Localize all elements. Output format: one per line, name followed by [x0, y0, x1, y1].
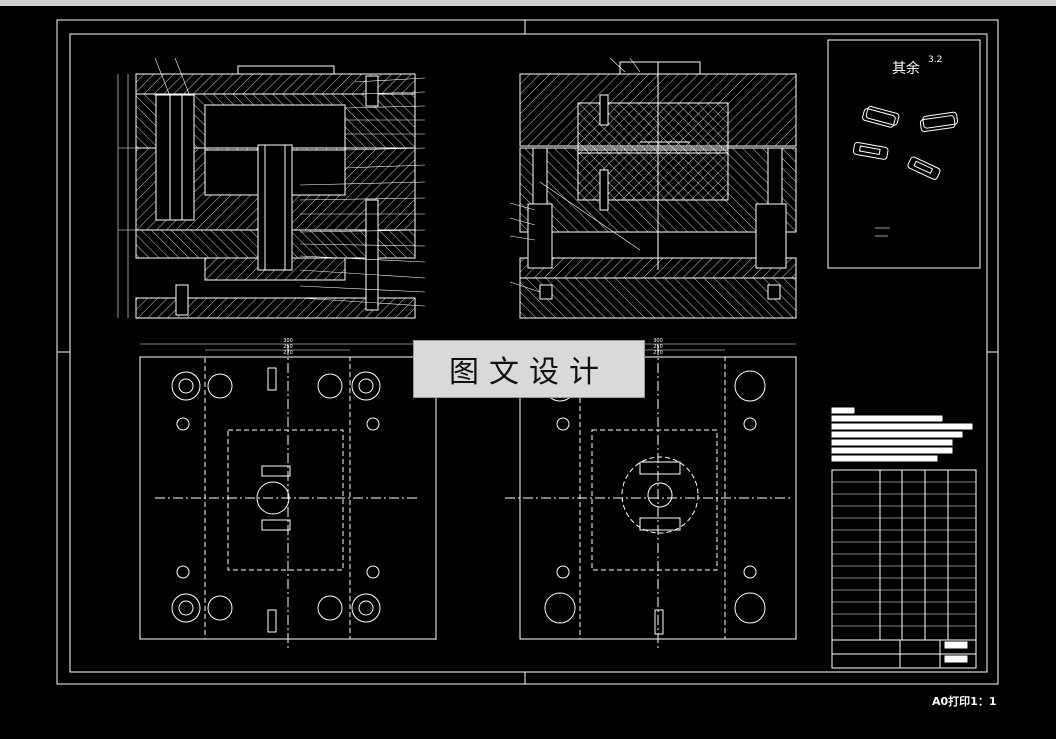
part-preview-box — [827, 39, 981, 269]
dim-left-3: 270 — [283, 350, 293, 356]
section-view-left — [117, 57, 426, 319]
dim-right-2: 250 — [653, 344, 663, 350]
sheet-border — [56, 19, 999, 685]
plan-view-right — [505, 343, 797, 650]
dim-left-1: 300 — [283, 338, 293, 344]
plan-dimensions: 300 250 270 300 250 270 — [283, 338, 663, 356]
dim-left-2: 250 — [283, 344, 293, 350]
title-block — [831, 407, 977, 669]
watermark-banner: 图文设计 — [413, 340, 645, 398]
app-top-strip — [0, 0, 1056, 6]
scale-note: A0打印1：1 — [932, 695, 997, 708]
surface-finish-note: 其余 — [892, 61, 920, 77]
dim-right-1: 300 — [653, 338, 663, 344]
surface-finish-symbol: 3.2 — [928, 55, 943, 65]
plan-view-left — [139, 343, 437, 650]
section-view-right — [509, 57, 797, 319]
dim-right-3: 270 — [653, 350, 663, 356]
